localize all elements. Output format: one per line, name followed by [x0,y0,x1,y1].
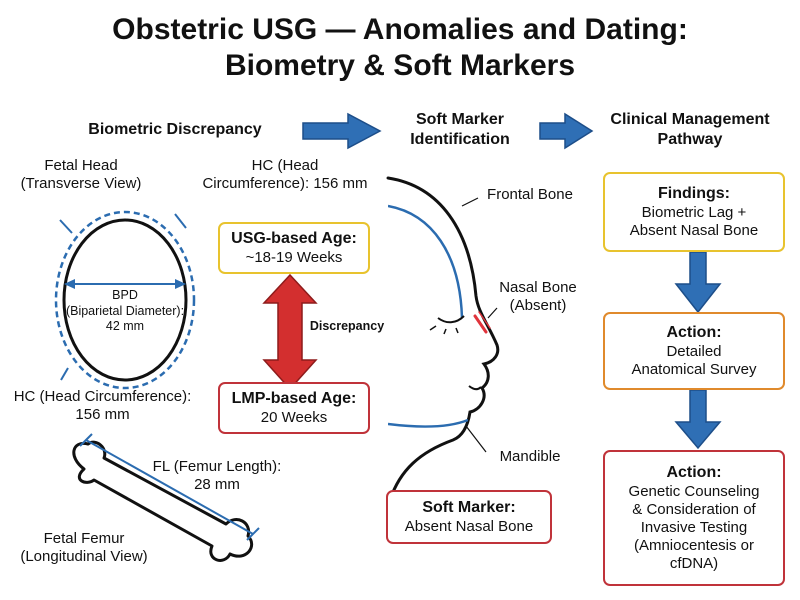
femur-bone-icon [72,433,260,562]
lmp-age-title: LMP-based Age: [231,390,357,408]
fetal-profile-icon [386,176,500,502]
action-genetic-counseling-box: Action: Genetic Counseling & Considerati… [603,450,785,586]
pathway-arrow-1 [674,251,722,314]
hc-top-label: HC (Head Circumference): 156 mm [202,157,368,192]
findings-box: Findings: Biometric Lag + Absent Nasal B… [603,172,785,252]
femur-length-label: FL (Femur Length): 28 mm [152,458,282,493]
lmp-age-box: LMP-based Age: 20 Weeks [218,382,370,434]
usg-age-box: USG-based Age: ~18-19 Weeks [218,222,370,274]
flow-arrow-2 [539,112,594,150]
discrepancy-label: Discrepancy [309,319,385,333]
mandible-label: Mandible [499,448,561,465]
nasal-bone-label: Nasal Bone (Absent) [499,279,577,314]
flow-arrow-1 [302,112,382,150]
usg-age-title: USG-based Age: [231,230,357,248]
bpd-label: BPD (Biparietal Diameter): 42 mm [65,288,185,334]
soft-marker-title: Soft Marker: [422,499,516,517]
step-header-soft-marker: Soft Marker Identification [410,111,510,148]
step-header-clinical-pathway: Clinical Management Pathway [610,111,770,148]
hc-bottom-label: HC (Head Circumference): 156 mm [13,388,192,423]
lmp-age-value: 20 Weeks [260,408,328,426]
fetal-head-view-label: Fetal Head (Transverse View) [20,157,142,192]
fetal-femur-view-label: Fetal Femur (Longitudinal View) [20,530,148,565]
soft-marker-box: Soft Marker: Absent Nasal Bone [386,490,552,544]
soft-marker-value: Absent Nasal Bone [404,517,534,535]
step-header-biometric-discrepancy: Biometric Discrepancy [88,121,262,138]
page-title: Obstetric USG — Anomalies and Dating: Bi… [0,12,800,84]
title-line-1: Obstetric USG — Anomalies and Dating: [112,13,688,46]
pathway-arrow-2 [674,389,722,450]
title-line-2: Biometry & Soft Markers [224,49,576,82]
fetal-head-icon [54,210,196,390]
action-survey-box: Action: Detailed Anatomical Survey [603,312,785,390]
frontal-bone-label: Frontal Bone [487,186,573,203]
usg-age-value: ~18-19 Weeks [245,248,343,266]
